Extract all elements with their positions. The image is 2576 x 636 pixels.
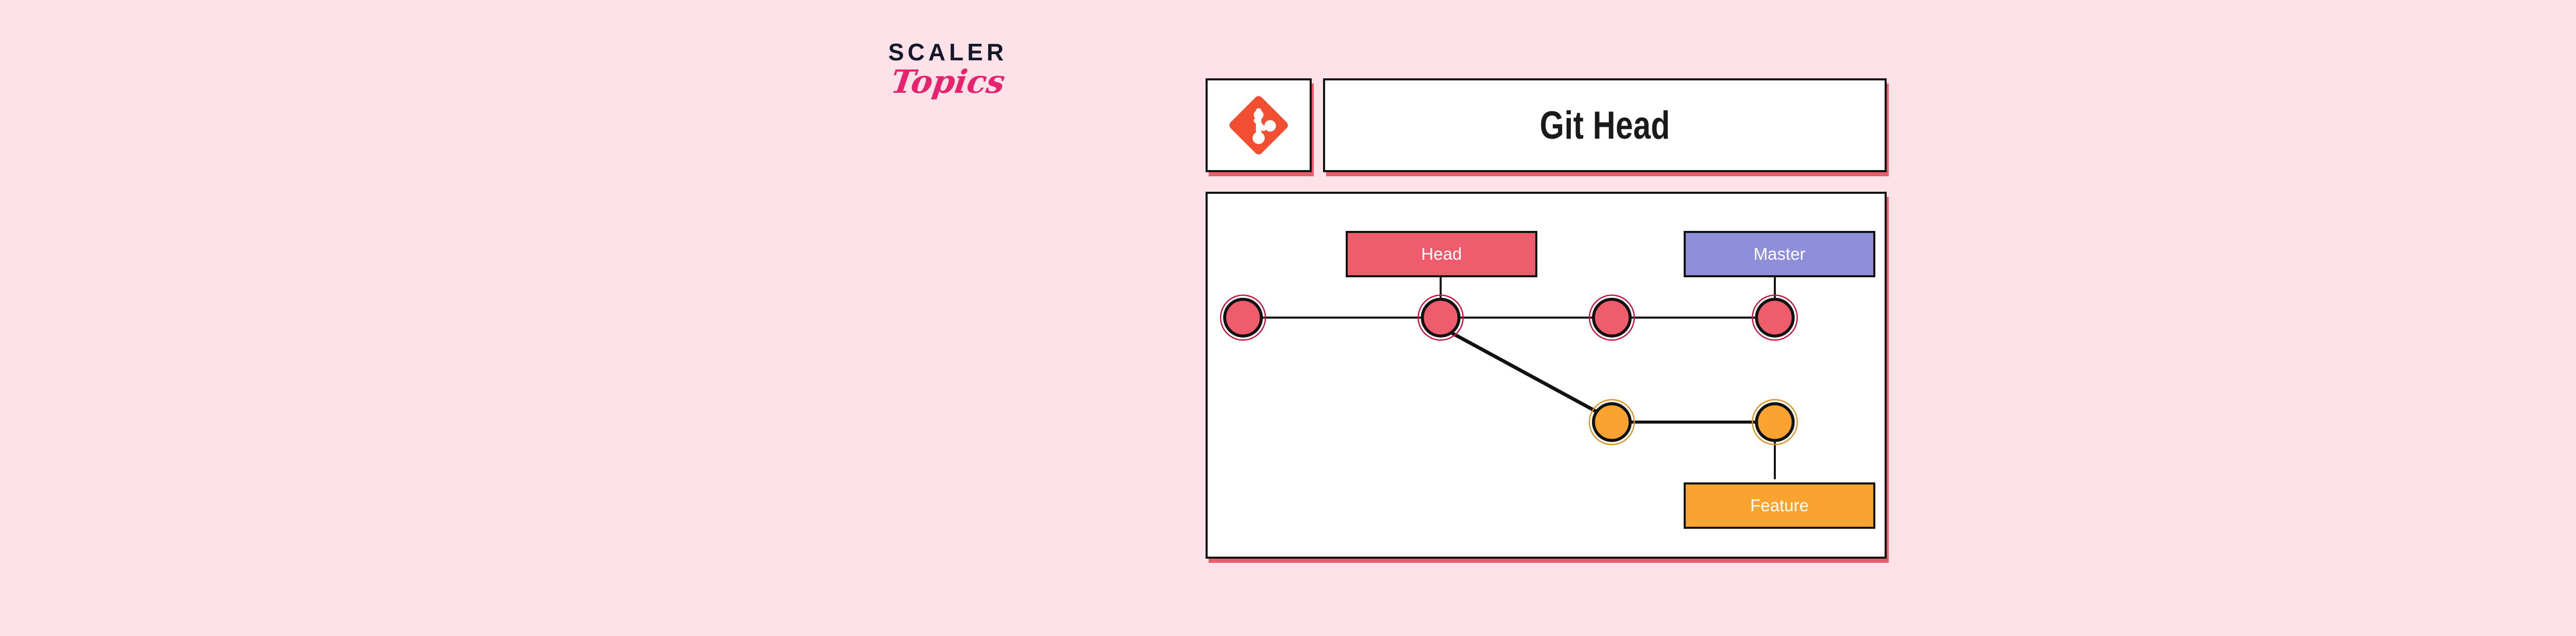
branch-label-master[interactable]: Master (1684, 231, 1875, 277)
edge-branch-main2-feat1 (1448, 329, 1604, 417)
commit-node-main-2[interactable] (1417, 294, 1464, 341)
commit-node-feature-1[interactable] (1588, 399, 1635, 445)
git-branch-graph (1219, 276, 1798, 479)
git-branch-diagram-panel: Head Master Feature (1206, 192, 1887, 559)
git-logo-icon (1229, 96, 1288, 155)
commit-node-main-3[interactable] (1588, 294, 1635, 341)
scaler-topics-logo: SCALER Topics (886, 40, 1041, 123)
branch-label-head[interactable]: Head (1346, 231, 1537, 277)
page-title: Git Head (1539, 103, 1670, 147)
commit-node-main-4[interactable] (1752, 294, 1798, 341)
commit-node-feature-2[interactable] (1752, 399, 1798, 445)
brand-wordmark: SCALER (888, 39, 1008, 65)
brand-script-topics: Topics (888, 63, 1008, 101)
git-logo-card (1206, 78, 1312, 172)
commit-node-main-1[interactable] (1219, 294, 1266, 341)
page-title-card: Git Head (1323, 78, 1887, 172)
branch-label-feature[interactable]: Feature (1684, 482, 1875, 529)
